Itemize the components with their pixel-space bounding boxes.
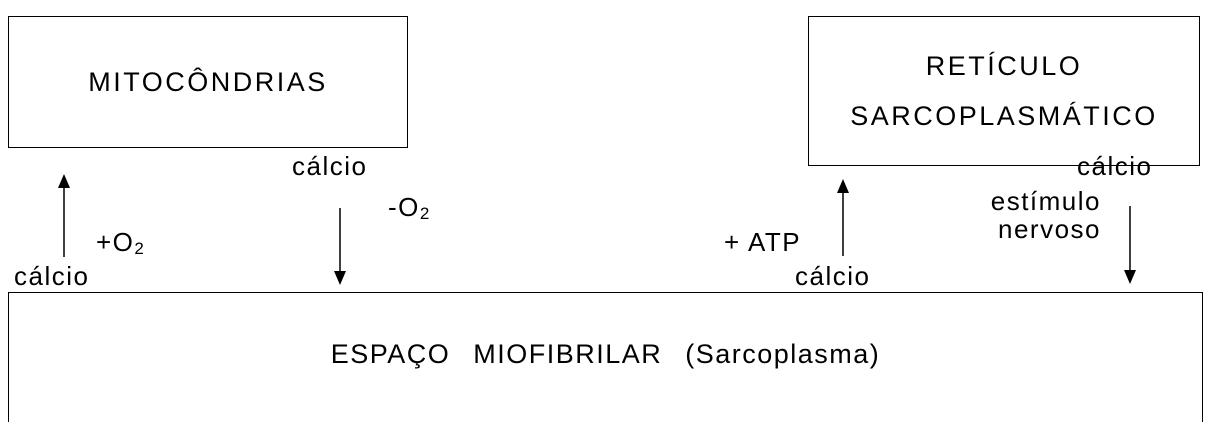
arrow-calcium-into-mitochondria xyxy=(58,174,70,257)
label-plus-o2: +O2 xyxy=(96,228,144,263)
label-calcio-ret-out: cálcio xyxy=(1077,151,1153,181)
sarcoplasmic-reticulum-label: RETÍCULO SARCOPLASMÁTICO xyxy=(850,41,1158,141)
reticulum-label-line1: RETÍCULO xyxy=(925,51,1083,81)
arrow-calcium-out-of-mitochondria xyxy=(334,208,346,285)
plus-o2-subscript: 2 xyxy=(134,239,144,258)
sarcoplasmic-reticulum-box: RETÍCULO SARCOPLASMÁTICO xyxy=(808,16,1200,166)
arrow-head-down-icon xyxy=(334,271,346,285)
minus-o2-subscript: 2 xyxy=(419,204,430,223)
reticulum-label-line2: SARCOPLASMÁTICO xyxy=(850,101,1158,131)
label-minus-o2: -O2 xyxy=(388,193,429,228)
arrow-calcium-out-of-reticulum xyxy=(1124,206,1136,284)
label-estimulo-nervoso: estímulo nervoso xyxy=(978,187,1101,243)
label-plus-atp: + ATP xyxy=(724,227,802,257)
myofibrillar-space-label: ESPAÇO MIOFIBRILAR (Sarcoplasma) xyxy=(330,338,881,369)
arrow-head-up-icon xyxy=(58,174,70,188)
label-calcio-mito-out: cálcio xyxy=(292,151,368,181)
estimulo-line1: estímulo xyxy=(990,186,1101,216)
arrow-head-down-icon xyxy=(1124,270,1136,284)
label-calcio-ret-in: cálcio xyxy=(795,261,871,291)
plus-o2-prefix: +O xyxy=(96,227,135,257)
estimulo-line2: nervoso xyxy=(998,214,1101,244)
arrow-calcium-into-reticulum xyxy=(837,179,849,256)
myofibrillar-space-box: ESPAÇO MIOFIBRILAR (Sarcoplasma) xyxy=(8,292,1203,422)
mitochondria-box: MITOCÔNDRIAS xyxy=(8,16,408,148)
mitochondria-label: MITOCÔNDRIAS xyxy=(88,67,328,97)
minus-o2-prefix: -O xyxy=(388,192,420,222)
label-calcio-mito-in: cálcio xyxy=(14,261,90,291)
arrow-head-up-icon xyxy=(837,179,849,193)
